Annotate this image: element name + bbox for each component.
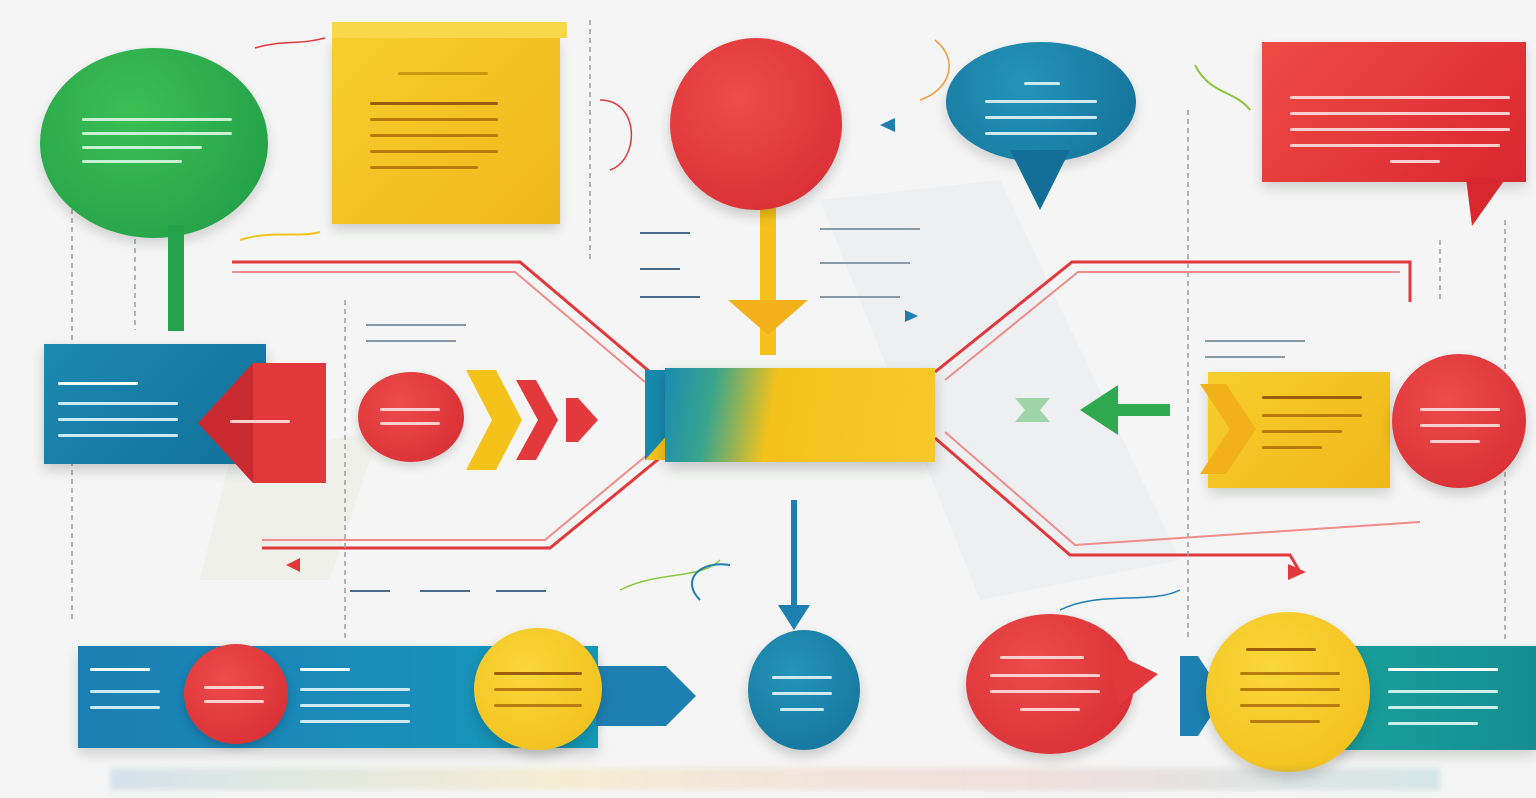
red-banner-text-line (1290, 96, 1510, 99)
annotation-line (1205, 356, 1285, 358)
top-red-circle (670, 38, 842, 210)
blue-circle-text-line (772, 692, 832, 695)
teal-banner-text-line (1388, 690, 1498, 693)
annotation-line (366, 324, 466, 326)
bottom-banner-text-line (90, 668, 150, 671)
blue-bubble-text-line (985, 132, 1097, 135)
green-speech-bubble (40, 48, 268, 238)
blue-tag-text-line (58, 434, 178, 437)
yellow-note-text-line (370, 118, 498, 121)
red-circle-right-text-line (1420, 424, 1500, 427)
teal-banner-text-line (1388, 706, 1498, 709)
annotation-line (640, 268, 680, 270)
red-circle-text-line (380, 408, 440, 411)
yellow-circle-right-text (1246, 648, 1316, 651)
yellow-tag-text-line (1262, 446, 1322, 449)
red-banner-text-line (1290, 144, 1500, 147)
bottom-banner-text-line (90, 690, 160, 693)
green-bubble-text-line (82, 146, 202, 149)
red-diamond-shape (198, 363, 326, 483)
yellow-note-text-line (370, 150, 498, 153)
yellow-note-text-line (370, 102, 498, 105)
blue-tag-text-line (58, 418, 178, 421)
yellow-tag-text-line (1262, 414, 1362, 417)
bottom-yellow-circle-text (494, 688, 582, 691)
annotation-line (366, 340, 456, 342)
green-bubble-text-line (82, 160, 182, 163)
yellow-tag-chevron (1200, 384, 1256, 474)
bottom-blue-circle (748, 630, 860, 750)
annotation-line (820, 228, 920, 230)
teal-banner-text-line (1388, 668, 1498, 671)
blue-bubble-text-line (985, 116, 1097, 119)
bottom-banner-text-line (300, 704, 410, 707)
red-circle-text-line (380, 422, 440, 425)
teal-chevron-icon (1180, 656, 1224, 736)
chevron-right-icon (466, 370, 598, 470)
red-circle-right-text (1000, 656, 1084, 659)
annotation-line (1205, 340, 1305, 342)
red-circle-right-text (990, 674, 1100, 677)
blue-tag-text-line (58, 402, 178, 405)
yellow-circle-right-text (1250, 720, 1320, 723)
green-bubble-text-line (82, 132, 232, 135)
bottom-yellow-circle-text (494, 672, 582, 675)
red-circle-right-text (1020, 708, 1080, 711)
blue-bubble-text-line (1024, 82, 1060, 85)
yellow-tag-text-line (1262, 396, 1362, 399)
bottom-banner-text-line (300, 668, 350, 671)
red-banner-text-line (1290, 128, 1510, 131)
blue-circle-text-line (780, 708, 824, 711)
bottom-shadow-band (110, 768, 1440, 790)
blue-bubble-tail (1010, 150, 1070, 210)
bottom-banner-arrow (596, 666, 696, 726)
bottom-yellow-circle-right (1206, 612, 1370, 772)
center-hub-box (665, 368, 935, 462)
green-bubble-stem (168, 225, 184, 331)
yellow-circle-right-text (1240, 688, 1340, 691)
yellow-circle-right-text (1240, 704, 1340, 707)
annotation-line (420, 590, 470, 592)
yellow-circle-right-text (1240, 672, 1340, 675)
annotation-line (496, 590, 546, 592)
green-bubble-text-line (82, 118, 232, 121)
red-banner-tail (1466, 178, 1506, 226)
annotation-line (820, 296, 900, 298)
annotation-line (640, 232, 690, 234)
red-circle-left (358, 372, 464, 462)
bottom-red-circle (184, 644, 288, 744)
teal-banner-text-line (1388, 722, 1478, 725)
bottom-red-circle-right (966, 614, 1134, 754)
red-diamond-text-line (230, 420, 290, 423)
bottom-red-circle-text (204, 700, 264, 703)
blue-tag-text-line (58, 382, 138, 385)
bottom-banner-text-line (90, 706, 160, 709)
red-circle-right (1392, 354, 1526, 488)
annotation-line (350, 590, 390, 592)
yellow-note-header-strip (332, 22, 567, 38)
yellow-note-text-line (370, 166, 478, 169)
blue-bubble-text-line (985, 100, 1097, 103)
yellow-note-text-line (398, 72, 488, 75)
bottom-banner-text-line (300, 688, 410, 691)
red-banner-text-line (1290, 112, 1510, 115)
bottom-red-circle-text (204, 686, 264, 689)
annotation-line (820, 262, 910, 264)
yellow-note-card (332, 38, 560, 224)
red-circle-right-text-line (1420, 408, 1500, 411)
yellow-tag-text-line (1262, 430, 1342, 433)
bottom-yellow-circle-text (494, 704, 582, 707)
yellow-note-text-line (370, 134, 498, 137)
red-circle-pointer (1108, 650, 1158, 706)
red-circle-right-text (990, 690, 1100, 693)
blue-circle-text-line (772, 676, 832, 679)
red-circle-right-text-line (1430, 440, 1480, 443)
annotation-line (640, 296, 700, 298)
bottom-banner-text-line (300, 720, 410, 723)
red-banner-text-line (1390, 160, 1440, 163)
